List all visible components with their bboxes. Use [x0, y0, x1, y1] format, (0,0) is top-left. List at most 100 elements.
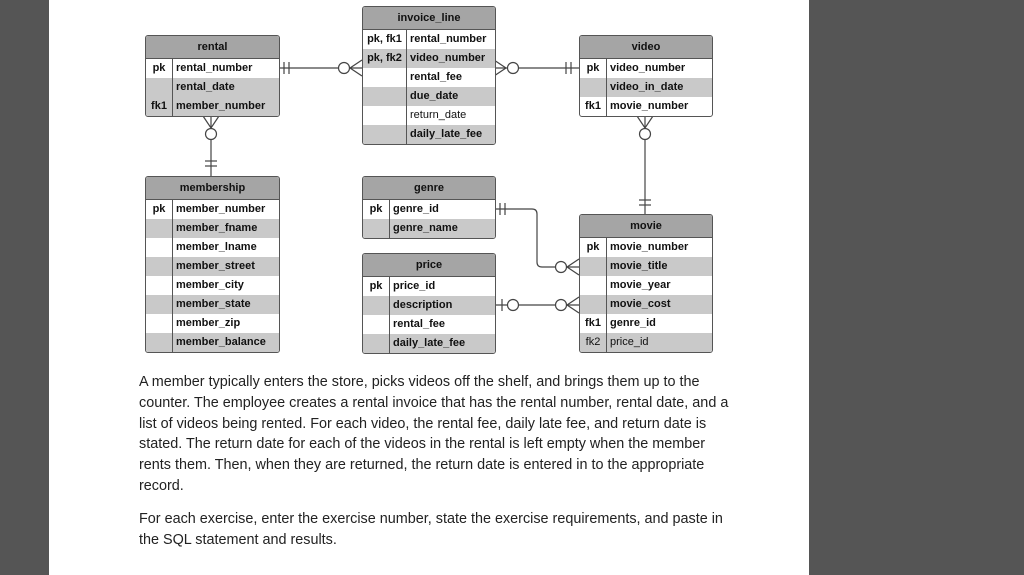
- field-cell: daily_late_fee: [393, 337, 466, 349]
- field-cell: genre_name: [393, 222, 458, 234]
- field-cell: member_state: [176, 298, 251, 310]
- zero-marker: [506, 298, 520, 312]
- table-row: rental_fee: [363, 315, 495, 334]
- crow-foot: [566, 266, 580, 276]
- crow-foot: [493, 67, 507, 77]
- key-cell: fk1: [146, 97, 173, 116]
- field-cell: price_id: [393, 280, 436, 292]
- field-cell: rental_number: [410, 33, 487, 45]
- key-cell: fk1: [580, 97, 607, 116]
- table-row: movie_title: [580, 257, 712, 276]
- table-row: rental_date: [146, 78, 279, 97]
- field-cell: member_fname: [176, 222, 258, 234]
- zero-marker: [506, 61, 520, 75]
- field-cell: member_number: [176, 203, 266, 215]
- field-cell: member_city: [176, 279, 244, 291]
- crow-foot: [202, 115, 212, 129]
- description-paragraph: A member typically enters the store, pic…: [139, 374, 729, 494]
- field-cell: video_number: [410, 52, 486, 64]
- table-row: member_balance: [146, 333, 279, 352]
- instructions-paragraph: For each exercise, enter the exercise nu…: [139, 511, 723, 548]
- field-cell: rental_fee: [410, 71, 462, 83]
- field-cell: member_lname: [176, 241, 257, 253]
- key-cell: pk: [146, 59, 173, 78]
- key-cell: [363, 296, 390, 315]
- key-cell: pk: [580, 59, 607, 78]
- key-cell: [363, 219, 390, 238]
- field-cell: video_in_date: [610, 81, 684, 93]
- zero-marker: [638, 127, 652, 141]
- table-title: invoice_line: [363, 7, 495, 30]
- field-cell: movie_year: [610, 279, 671, 291]
- key-cell: [146, 78, 173, 97]
- key-cell: [146, 257, 173, 276]
- crow-foot: [210, 115, 220, 129]
- crow-foot: [644, 115, 654, 129]
- key-cell: [363, 87, 407, 106]
- table-row: return_date: [363, 106, 495, 125]
- table-row: rental_fee: [363, 68, 495, 87]
- crow-foot: [636, 115, 646, 129]
- crow-foot: [566, 296, 580, 306]
- field-cell: genre_id: [393, 203, 439, 215]
- field-cell: daily_late_fee: [410, 128, 483, 140]
- table-row: movie_year: [580, 276, 712, 295]
- key-cell: [363, 125, 407, 144]
- zero-marker: [337, 61, 351, 75]
- key-cell: pk: [146, 200, 173, 219]
- key-cell: [146, 219, 173, 238]
- table-row: video_in_date: [580, 78, 712, 97]
- key-cell: [146, 276, 173, 295]
- key-cell: [580, 78, 607, 97]
- key-cell: fk1: [580, 314, 607, 333]
- key-cell: [146, 295, 173, 314]
- crow-foot: [566, 258, 580, 268]
- table-row: member_city: [146, 276, 279, 295]
- field-cell: video_number: [610, 62, 686, 74]
- key-cell: [363, 68, 407, 87]
- key-cell: [363, 106, 407, 125]
- field-cell: rental_number: [176, 62, 253, 74]
- key-cell: pk, fk2: [363, 49, 407, 68]
- key-cell: fk2: [580, 333, 607, 352]
- key-cell: pk, fk1: [363, 30, 407, 49]
- table-title: genre: [363, 177, 495, 200]
- key-cell: [146, 238, 173, 257]
- genre-movie-line: [494, 208, 579, 268]
- table-row: member_zip: [146, 314, 279, 333]
- key-cell: pk: [363, 200, 390, 219]
- field-cell: member_street: [176, 260, 255, 272]
- field-cell: price_id: [610, 336, 649, 348]
- table-row: member_state: [146, 295, 279, 314]
- field-cell: rental_date: [176, 81, 235, 93]
- field-cell: member_balance: [176, 336, 266, 348]
- crow-foot: [349, 67, 363, 77]
- field-cell: movie_cost: [610, 298, 671, 310]
- key-cell: [363, 315, 390, 334]
- table-row: movie_cost: [580, 295, 712, 314]
- table-row: genre_name: [363, 219, 495, 238]
- table-title: movie: [580, 215, 712, 238]
- table-row: due_date: [363, 87, 495, 106]
- table-row: member_street: [146, 257, 279, 276]
- table-title: membership: [146, 177, 279, 200]
- field-cell: member_zip: [176, 317, 241, 329]
